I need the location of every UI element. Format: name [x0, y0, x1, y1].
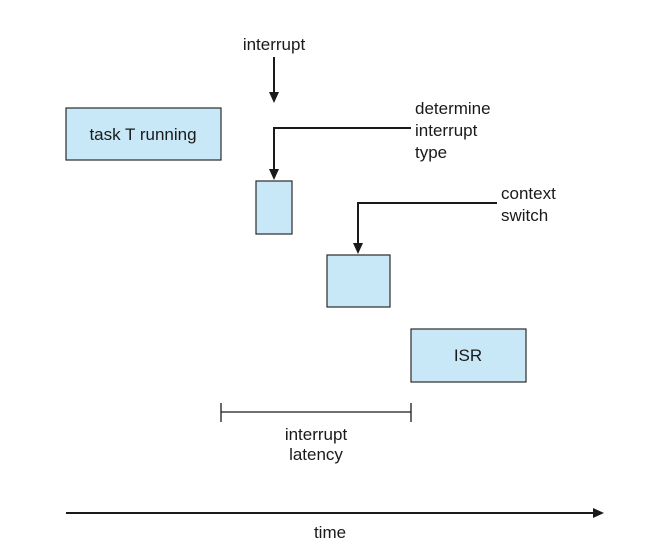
context-switch-arrow-head — [353, 243, 363, 254]
time-label: time — [314, 523, 346, 542]
determine-type-box — [255, 180, 293, 235]
interrupt-label: interrupt — [243, 35, 306, 54]
determine-label-line-1: determine — [415, 99, 491, 118]
interrupt-arrow-head — [269, 92, 279, 103]
latency-label-line-2: latency — [289, 445, 343, 464]
context-switch-arrow-line — [357, 202, 497, 244]
task-running-label: task T running — [89, 125, 196, 144]
determine-arrow-line — [273, 127, 411, 170]
context-switch-label-line-2: switch — [501, 206, 548, 225]
context-switch-label-line-1: context — [501, 184, 556, 203]
context-switch-box — [326, 254, 391, 308]
latency-label-line-1: interrupt — [285, 425, 348, 444]
isr-label: ISR — [454, 346, 482, 365]
determine-label-line-2: interrupt — [415, 121, 478, 140]
isr-box — [410, 328, 527, 383]
determine-arrow-head — [269, 169, 279, 180]
time-axis-arrow-head — [593, 508, 604, 518]
task-running-box — [65, 107, 222, 161]
determine-label-line-3: type — [415, 143, 447, 162]
